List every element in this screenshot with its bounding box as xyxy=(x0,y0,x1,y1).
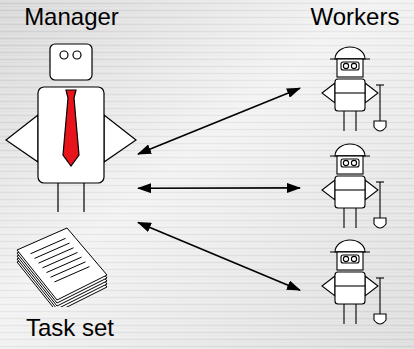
double-arrow xyxy=(138,222,300,290)
double-arrow xyxy=(138,88,300,154)
node-heading: Manager xyxy=(5,3,138,31)
task-papers xyxy=(17,228,107,312)
worker-node xyxy=(300,238,405,328)
worker-robot xyxy=(322,47,386,131)
task-set-node-shape xyxy=(12,222,112,307)
task-set-node: Task set xyxy=(12,222,112,307)
node-heading: Workers xyxy=(298,3,412,31)
worker-robot xyxy=(322,240,386,324)
manager-node-shape xyxy=(5,40,138,230)
manager-robot xyxy=(6,44,136,212)
worker-node xyxy=(300,45,405,135)
workers-group: Workers xyxy=(298,0,412,335)
double-arrow xyxy=(138,187,300,189)
manager-node: Manager xyxy=(5,40,138,230)
worker-robot xyxy=(322,144,386,228)
node-heading: Task set xyxy=(20,314,120,342)
worker-node-shape xyxy=(300,45,405,135)
worker-node-shape xyxy=(300,142,405,232)
worker-node-shape xyxy=(300,238,405,328)
worker-node xyxy=(300,142,405,232)
